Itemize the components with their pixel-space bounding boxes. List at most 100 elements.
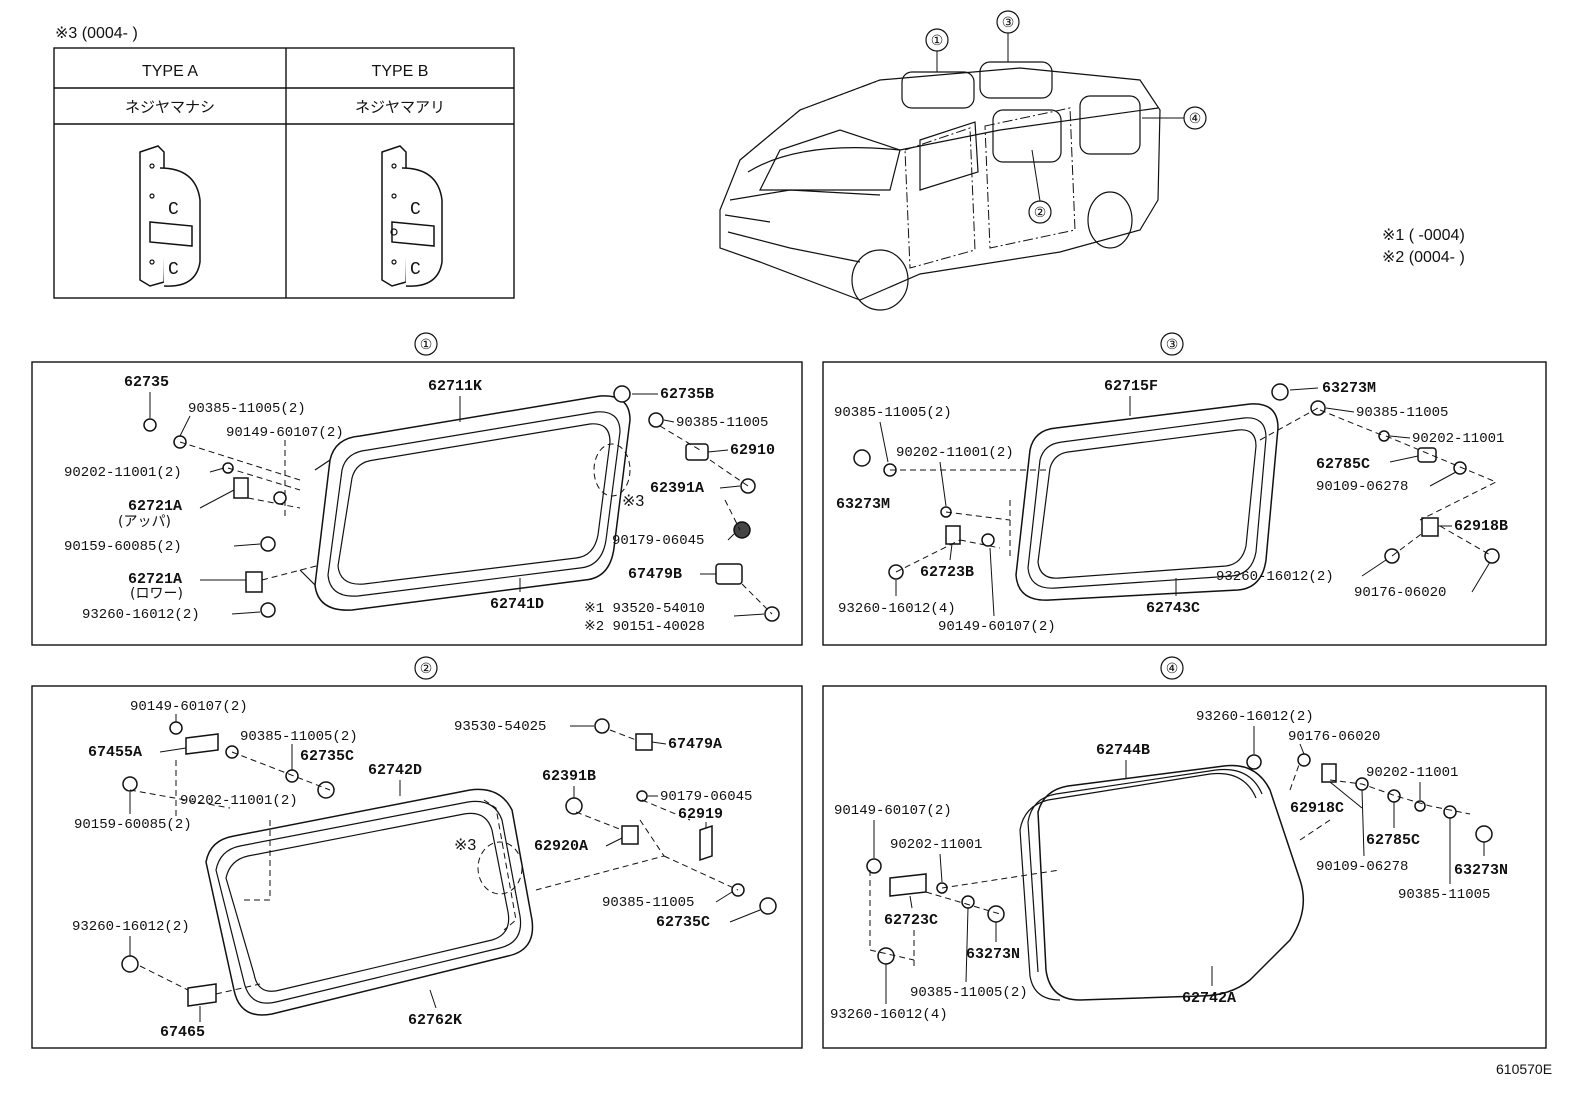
- panel-1-glass: [299, 395, 631, 611]
- panel-4-fasteners: [866, 753, 1493, 968]
- panel-1-title: ①: [420, 338, 433, 354]
- label-lower: (ロワー): [130, 586, 183, 602]
- van-illustration: ① ③ ④ ②: [719, 10, 1207, 311]
- panel-2-frame: [31, 685, 803, 1049]
- label-62735: 62735: [124, 374, 169, 391]
- label-p2-90385-11005-2: 90385-11005(2): [240, 729, 358, 745]
- panel-4-glass: [1019, 764, 1305, 1001]
- label-62744b: 62744B: [1096, 742, 1150, 759]
- label-p2-90149-60107-2: 90149-60107(2): [130, 699, 248, 715]
- label-63273m-left: 63273M: [836, 496, 890, 513]
- label-note-3-panel1: ※3: [622, 493, 644, 510]
- label-note-3-panel2: ※3: [454, 837, 476, 854]
- panel-4-title: ④: [1166, 662, 1179, 678]
- label-62918c: 62918C: [1290, 800, 1344, 817]
- label-90151-40028: ※2 90151-40028: [584, 619, 705, 635]
- label-62742d: 62742D: [368, 762, 422, 779]
- label-p2-90202-11001-2: 90202-11001(2): [180, 793, 298, 809]
- type-a-header: TYPE A: [142, 63, 198, 80]
- panel-3-fasteners: [853, 383, 1500, 580]
- label-62743c: 62743C: [1146, 600, 1200, 617]
- label-p4-90202-11001: 90202-11001: [1366, 765, 1458, 781]
- panel-4-frame: [822, 685, 1547, 1049]
- label-62711k: 62711K: [428, 378, 482, 395]
- type-b-bracket-drawing: C C: [381, 145, 443, 287]
- panel-1-fasteners: [143, 385, 780, 622]
- label-62741d: 62741D: [490, 596, 544, 613]
- label-93520-54010: ※1 93520-54010: [584, 601, 705, 617]
- label-67479a: 67479A: [668, 736, 722, 753]
- label-p3-90109-06278: 90109-06278: [1316, 479, 1408, 495]
- label-63273n-left: 63273N: [966, 946, 1020, 963]
- label-p4-90385-11005-2: 90385-11005(2): [910, 985, 1028, 1001]
- label-63273n-right: 63273N: [1454, 862, 1508, 879]
- label-62910: 62910: [730, 442, 775, 459]
- label-62721a-upper: 62721A: [128, 498, 182, 515]
- label-62919: 62919: [678, 806, 723, 823]
- svg-text:C: C: [168, 200, 179, 220]
- label-p4-93260-16012-4: 93260-16012(4): [830, 1007, 948, 1023]
- label-p4-90202-11001-b: 90202-11001: [890, 837, 982, 853]
- label-62721a-lower: 62721A: [128, 571, 182, 588]
- label-p2-90385-11005: 90385-11005: [602, 895, 694, 911]
- label-p3-93260-16012-2: 93260-16012(2): [1216, 569, 1334, 585]
- label-p2-93260-16012-2: 93260-16012(2): [72, 919, 190, 935]
- label-62735c-lower: 62735C: [656, 914, 710, 931]
- label-62785c: 62785C: [1316, 456, 1370, 473]
- label-62723c: 62723C: [884, 912, 938, 929]
- svg-text:C: C: [168, 260, 179, 280]
- label-62918b: 62918B: [1454, 518, 1508, 535]
- panel-3-glass: [1015, 403, 1279, 601]
- label-p4-90109-06278: 90109-06278: [1316, 859, 1408, 875]
- label-p4-62785c: 62785C: [1366, 832, 1420, 849]
- type-a-description: ネジヤマナシ: [125, 98, 215, 116]
- label-90149-60107-2: 90149-60107(2): [226, 425, 344, 441]
- label-67455a: 67455A: [88, 744, 142, 761]
- label-p3-90385-11005: 90385-11005: [1356, 405, 1448, 421]
- type-b-description: ネジヤマアリ: [355, 98, 445, 116]
- panel-2-fasteners: [121, 718, 777, 1007]
- label-62391a: 62391A: [650, 480, 704, 497]
- van-callout-1: ①: [931, 34, 944, 50]
- label-p4-90149-60107-2: 90149-60107(2): [834, 803, 952, 819]
- label-62742a: 62742A: [1182, 990, 1236, 1007]
- label-p4-93260-16012-2: 93260-16012(2): [1196, 709, 1314, 725]
- type-b-header: TYPE B: [372, 63, 429, 80]
- panel-2-title: ②: [420, 662, 433, 678]
- label-p3-90202-11001: 90202-11001: [1412, 431, 1504, 447]
- van-callout-3: ③: [1002, 16, 1015, 32]
- label-67465: 67465: [160, 1024, 205, 1041]
- label-p3-93260-16012-4: 93260-16012(4): [838, 601, 956, 617]
- label-62715f: 62715F: [1104, 378, 1158, 395]
- label-67479b: 67479B: [628, 566, 682, 583]
- diagram-code: 610570E: [1496, 1061, 1552, 1077]
- panel-2-glass: [205, 788, 534, 1016]
- van-callout-2: ②: [1034, 206, 1047, 222]
- legend-note-2: ※2 (0004- ): [1382, 249, 1465, 266]
- type-table: TYPE A TYPE B ネジヤマナシ ネジヤマアリ C C C C: [53, 47, 515, 299]
- label-p4-90176-06020: 90176-06020: [1288, 729, 1380, 745]
- legend-note-1: ※1 ( -0004): [1382, 227, 1465, 244]
- panel-3-title: ③: [1166, 338, 1179, 354]
- label-upper: (アッパ): [118, 514, 171, 530]
- label-p2-90179-06045: 90179-06045: [660, 789, 752, 805]
- label-90159-60085-2: 90159-60085(2): [64, 539, 182, 555]
- label-p4-90385-11005: 90385-11005: [1398, 887, 1490, 903]
- label-62762k: 62762K: [408, 1012, 462, 1029]
- label-90385-11005: 90385-11005: [676, 415, 768, 431]
- label-62735c-upper: 62735C: [300, 748, 354, 765]
- label-93260-16012-2: 93260-16012(2): [82, 607, 200, 623]
- label-p3-90176-06020: 90176-06020: [1354, 585, 1446, 601]
- label-62735b: 62735B: [660, 386, 714, 403]
- label-62391b: 62391B: [542, 768, 596, 785]
- note-type-table: ※3 (0004- ): [55, 25, 138, 42]
- label-90385-11005-2: 90385-11005(2): [188, 401, 306, 417]
- label-63273m-right: 63273M: [1322, 380, 1376, 397]
- label-62920a: 62920A: [534, 838, 588, 855]
- van-callout-4: ④: [1189, 112, 1202, 128]
- label-p2-90159-60085-2: 90159-60085(2): [74, 817, 192, 833]
- label-93530-54025: 93530-54025: [454, 719, 546, 735]
- label-p3-90385-11005-2: 90385-11005(2): [834, 405, 952, 421]
- svg-text:C: C: [410, 200, 421, 220]
